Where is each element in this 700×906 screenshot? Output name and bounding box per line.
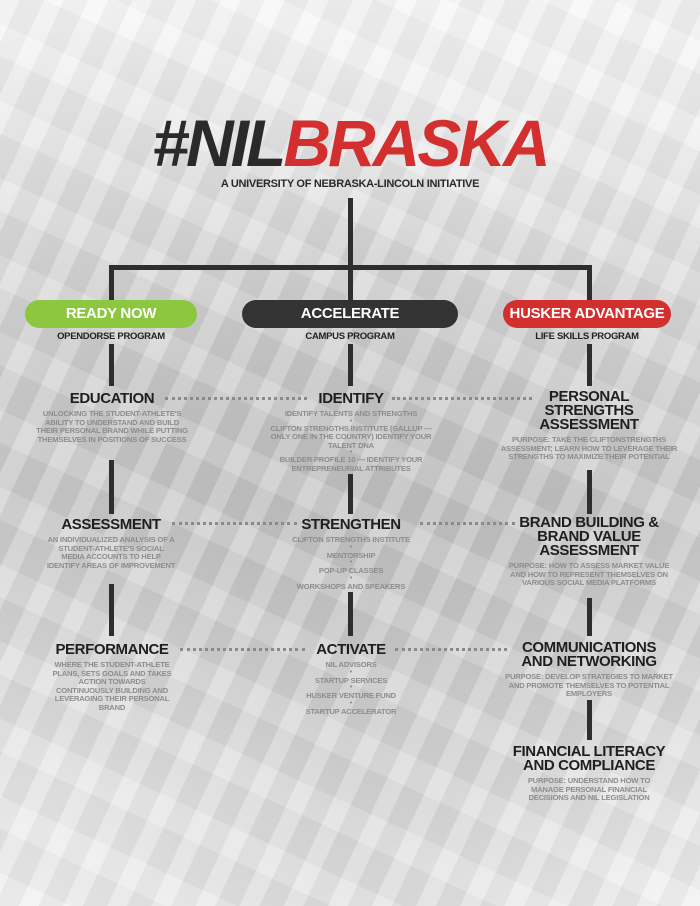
right-branch-connector	[587, 265, 592, 301]
title-hashtag-nil: #NIL	[152, 106, 286, 180]
row3-dotted-link-right	[395, 648, 507, 651]
col3-connector-1	[587, 344, 592, 386]
node-brand-building: BRAND BUILDING & BRAND VALUE ASSESSMENT …	[498, 514, 680, 588]
horizontal-connector	[109, 265, 592, 270]
col2-connector-2	[348, 474, 353, 514]
node-item: MENTORSHIP	[326, 550, 376, 560]
node-description: AN INDIVIDUALIZED ANALYSIS OF A STUDENT-…	[46, 535, 176, 570]
node-communications-networking: COMMUNICATIONS AND NETWORKING PURPOSE: D…	[498, 639, 680, 699]
bullet-separator: •	[349, 543, 353, 551]
pill-husker-advantage: HUSKER ADVANTAGE	[503, 300, 671, 328]
col3-connector-3	[587, 598, 592, 636]
node-description: WHERE THE STUDENT-ATHLETE PLANS, SETS GO…	[52, 660, 172, 712]
page-title: #NILBRASKA	[0, 108, 700, 178]
page-subtitle: A UNIVERSITY OF NEBRASKA-LINCOLN INITIAT…	[220, 178, 480, 190]
col2-connector-1	[348, 344, 353, 386]
pill-accelerate: ACCELERATE	[242, 300, 458, 328]
node-item: WORKSHOPS AND SPEAKERS	[296, 581, 406, 591]
node-description: PURPOSE: HOW TO ASSESS MARKET VALUE AND …	[508, 561, 670, 588]
bullet-separator: •	[349, 684, 353, 692]
node-title: COMMUNICATIONS AND NETWORKING	[521, 639, 657, 670]
row1-dotted-link-left	[165, 397, 307, 400]
node-description: UNLOCKING THE STUDENT-ATHLETE'S ABILITY …	[36, 409, 188, 444]
node-title: IDENTIFY	[318, 390, 384, 407]
bullet-separator: •	[349, 559, 353, 567]
row2-dotted-link-right	[420, 522, 515, 525]
left-branch-connector	[109, 265, 114, 301]
node-personal-strengths-assessment: PERSONAL STRENGTHS ASSESSMENT PURPOSE: T…	[492, 388, 686, 462]
program-opendorse: OPENDORSE PROGRAM	[57, 331, 165, 342]
node-item: IDENTIFY TALENTS AND STRENGTHS	[284, 409, 418, 418]
row3-dotted-link-left	[180, 648, 305, 651]
node-title: BRAND BUILDING & BRAND VALUE ASSESSMENT	[519, 514, 659, 559]
bullet-separator: •	[349, 668, 353, 676]
node-item: CLIFTON STRENGTHS INSTITUTE (GALLUP — ON…	[270, 423, 432, 450]
node-identify: IDENTIFY IDENTIFY TALENTS AND STRENGTHS …	[262, 390, 440, 474]
title-braska: BRASKA	[283, 106, 550, 180]
col3-connector-2	[587, 470, 592, 514]
bullet-separator: •	[349, 449, 353, 457]
program-campus: CAMPUS PROGRAM	[305, 331, 395, 342]
node-item: POP-UP CLASSES	[318, 566, 384, 576]
node-strengthen: STRENGTHEN CLIFTON STRENGTHS INSTITUTE •…	[262, 516, 440, 591]
col1-connector-1	[109, 344, 114, 386]
col2-connector-3	[348, 592, 353, 636]
node-item: CLIFTON STRENGTHS INSTITUTE	[292, 535, 410, 544]
node-title: FINANCIAL LITERACY AND COMPLIANCE	[512, 743, 666, 774]
col1-connector-2	[109, 460, 114, 514]
bullet-separator: •	[349, 417, 353, 425]
row1-dotted-link-right	[392, 397, 532, 400]
trunk-connector	[348, 198, 353, 300]
node-title: STRENGTHEN	[301, 516, 401, 533]
node-title: PERSONAL STRENGTHS ASSESSMENT	[539, 388, 639, 433]
node-performance: PERFORMANCE WHERE THE STUDENT-ATHLETE PL…	[36, 641, 188, 713]
node-item: HUSKER VENTURE FUND	[306, 691, 396, 701]
node-description: PURPOSE: TAKE THE CLIFTONSTRENGTHS ASSES…	[500, 435, 678, 462]
pill-ready-now: READY NOW	[25, 300, 197, 328]
col1-connector-3	[109, 584, 114, 636]
node-activate: ACTIVATE NIL ADVISORS • STARTUP SERVICES…	[262, 641, 440, 716]
node-description: PURPOSE: UNDERSTAND HOW TO MANAGE PERSON…	[527, 776, 651, 803]
col3-connector-4	[587, 700, 592, 740]
node-title: ACTIVATE	[316, 641, 386, 658]
node-education: EDUCATION UNLOCKING THE STUDENT-ATHLETE'…	[36, 390, 188, 444]
node-title: EDUCATION	[69, 390, 155, 407]
node-description: PURPOSE: DEVELOP STRATEGIES TO MARKET AN…	[505, 672, 673, 699]
node-title: ASSESSMENT	[61, 516, 161, 533]
node-financial-literacy: FINANCIAL LITERACY AND COMPLIANCE PURPOS…	[494, 743, 684, 803]
node-assessment: ASSESSMENT AN INDIVIDUALIZED ANALYSIS OF…	[36, 516, 186, 570]
node-item: STARTUP SERVICES	[314, 675, 388, 685]
node-item: STARTUP ACCELERATOR	[305, 706, 397, 716]
bullet-separator: •	[349, 699, 353, 707]
node-item: BUILDER PROFILE 10 — IDENTIFY YOUR ENTRE…	[279, 455, 423, 473]
program-life-skills: LIFE SKILLS PROGRAM	[535, 331, 639, 342]
node-title: PERFORMANCE	[55, 641, 169, 658]
row2-dotted-link-left	[172, 522, 297, 525]
bullet-separator: •	[349, 574, 353, 582]
node-item: NIL ADVISORS	[325, 660, 377, 669]
